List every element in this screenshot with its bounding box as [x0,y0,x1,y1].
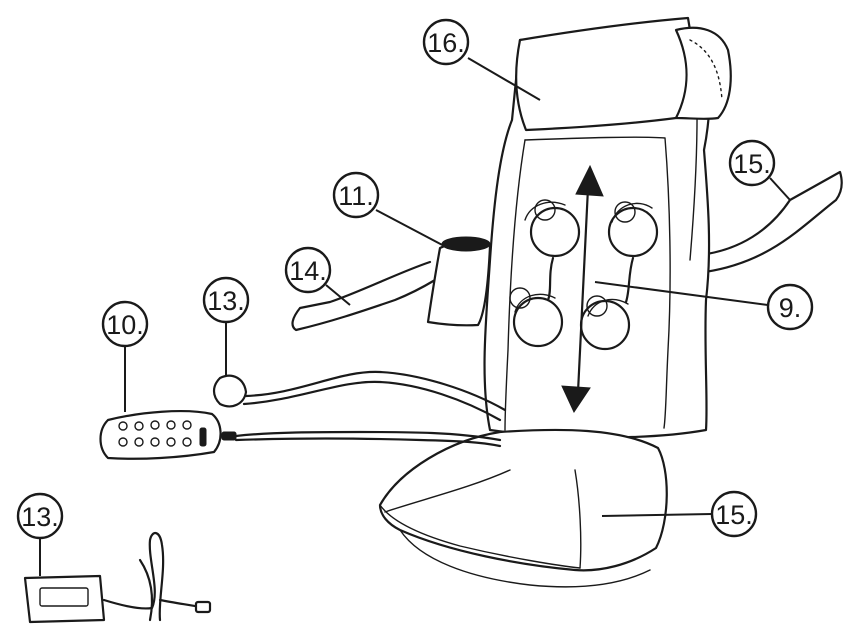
callout-15-strap: 15. [728,139,791,201]
callout-15-strap-label: 15. [733,149,771,179]
roller-arrow-left [546,256,555,302]
massage-rollers [509,199,659,351]
remote-cable [234,430,502,448]
callout-15-seat-label: 15. [715,500,753,530]
roller-top-left [524,199,581,258]
callout-13-adapter: 13. [16,492,64,576]
callout-10-label: 10. [106,310,144,340]
headrest-pillow [514,16,732,132]
remote-control [99,410,237,460]
travel-arrow [561,164,604,414]
callout-13-adapter-label: 13. [21,502,59,532]
power-plug [212,370,507,422]
arrow-down-icon [561,385,591,414]
callout-10: 10. [101,300,149,412]
arrow-up-icon [575,164,604,197]
roller-bottom-left [509,287,564,348]
side-pocket [426,236,492,327]
callout-11: 11. [332,171,449,249]
callout-9: 9. [594,281,814,331]
seat-cushion [378,428,668,588]
ac-adapter [23,532,212,624]
left-strap [291,260,437,332]
callout-14: 14. [284,246,351,306]
callout-13-plug: 13. [202,276,250,376]
callout-13-plug-label: 13. [207,286,245,316]
roller-arrow-right [624,256,635,304]
callout-15-seat: 15. [601,490,758,538]
right-strap [698,170,843,274]
callout-11-label: 11. [338,181,374,211]
callout-16: 16. [422,18,541,101]
callout-16-label: 16. [427,28,465,58]
callout-14-label: 14. [289,256,327,286]
callout-9-label: 9. [779,293,802,323]
roller-top-right [607,201,659,258]
